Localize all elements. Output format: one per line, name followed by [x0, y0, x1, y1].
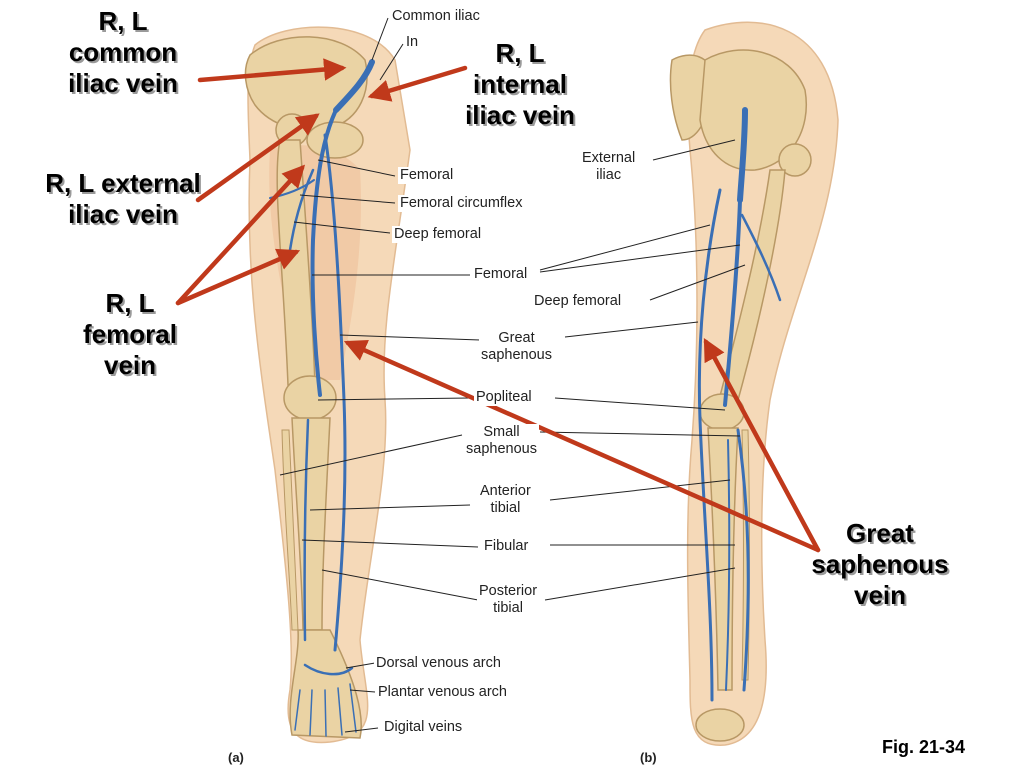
label-line: External — [582, 150, 636, 166]
label-line: iliac — [596, 167, 622, 183]
callout-common-iliac-vein: R, L common iliac vein — [48, 6, 198, 99]
callout-line: vein — [103, 350, 157, 380]
panel-tag-a: (a) — [228, 750, 244, 765]
anterior-patella — [283, 375, 337, 421]
arrow-saphenous-b — [703, 338, 821, 553]
callout-line: common — [68, 37, 178, 67]
callout-line: R, L external — [45, 168, 201, 198]
callout-external-iliac-vein: R, L external iliac vein — [14, 168, 232, 230]
anterior-foot — [289, 629, 362, 739]
callout-line: Great — [846, 518, 914, 548]
posterior-small-saphenous-vein — [736, 428, 750, 692]
callout-line: R, L — [105, 288, 155, 318]
label-line: tibial — [490, 500, 521, 516]
posterior-femoral-head — [778, 143, 812, 177]
label-fibular: Fibular — [482, 538, 531, 555]
arrow-external-iliac — [195, 113, 320, 203]
posterior-pelvis — [699, 49, 807, 171]
label-anterior-tibial: Anterior tibial — [478, 483, 533, 517]
anterior-dorsal-arch — [303, 663, 354, 676]
anterior-common-iliac-vein — [333, 59, 375, 113]
label-line: Anterior — [480, 483, 531, 499]
label-line: saphenous — [466, 441, 537, 457]
label-posterior-tibial: Posterior tibial — [477, 583, 540, 617]
arrow-saphenous-a — [343, 339, 821, 553]
anterior-tibial-vein — [303, 418, 310, 642]
posterior-heel — [695, 708, 745, 742]
label-femoral-b: Femoral — [472, 266, 530, 283]
callout-line: saphenous — [811, 549, 949, 579]
label-small-saphenous: Small saphenous — [464, 424, 539, 458]
callout-line: iliac vein — [465, 100, 575, 130]
panel-tag-b: (b) — [640, 750, 657, 765]
leader-lines — [279, 17, 746, 733]
posterior-tibial-vein — [725, 439, 731, 691]
label-line: saphenous — [481, 347, 552, 363]
posterior-deep-femoral-vein — [740, 213, 782, 302]
arrow-femoral-upper — [175, 164, 306, 306]
posterior-external-iliac-vein — [737, 107, 748, 203]
label-femoral-circumflex: Femoral circumflex — [398, 195, 525, 212]
label-line: Posterior — [479, 583, 538, 599]
callout-femoral-vein: R, L femoral vein — [55, 288, 205, 381]
anterior-digital-veins — [294, 683, 357, 737]
callout-line: R, L — [495, 38, 545, 68]
label-plantar-venous-arch: Plantar venous arch — [376, 684, 509, 701]
callout-line: vein — [853, 580, 907, 610]
label-internal-partial: In — [406, 34, 419, 50]
posterior-leg-illustration — [669, 21, 839, 746]
arrow-femoral-lower — [175, 248, 301, 306]
label-great-saphenous: Great saphenous — [479, 330, 554, 364]
label-femoral-a: Femoral — [398, 167, 456, 184]
callout-line: femoral — [83, 319, 177, 349]
label-digital-veins: Digital veins — [382, 719, 465, 736]
label-deep-femoral-b: Deep femoral — [532, 293, 624, 310]
anterior-deep-femoral-vein — [288, 168, 315, 252]
callout-line: iliac vein — [68, 68, 178, 98]
arrow-common-iliac — [197, 58, 347, 83]
callout-line: R, L — [98, 6, 148, 36]
callout-great-saphenous-vein: Great saphenous vein — [780, 518, 980, 611]
label-common-iliac: Common iliac — [390, 8, 482, 25]
anterior-obturator — [306, 121, 364, 159]
posterior-great-saphenous-vein — [697, 188, 722, 702]
arrow-internal-iliac — [367, 65, 468, 102]
arrow-icon — [175, 58, 821, 553]
label-deep-femoral-a: Deep femoral — [392, 226, 484, 243]
label-line: tibial — [493, 600, 523, 616]
label-line: Great — [498, 330, 535, 346]
anterior-leg-illustration — [244, 26, 411, 744]
label-external-iliac: External iliac — [580, 150, 638, 184]
callout-internal-iliac-vein: R, L internal iliac vein — [440, 38, 600, 131]
label-dorsal-venous-arch: Dorsal venous arch — [374, 655, 503, 672]
label-line: Small — [483, 424, 520, 440]
label-popliteal: Popliteal — [474, 389, 534, 406]
callout-line: internal — [473, 69, 567, 99]
figure-number: Fig. 21-34 — [882, 737, 966, 757]
callout-line: iliac vein — [68, 199, 178, 229]
